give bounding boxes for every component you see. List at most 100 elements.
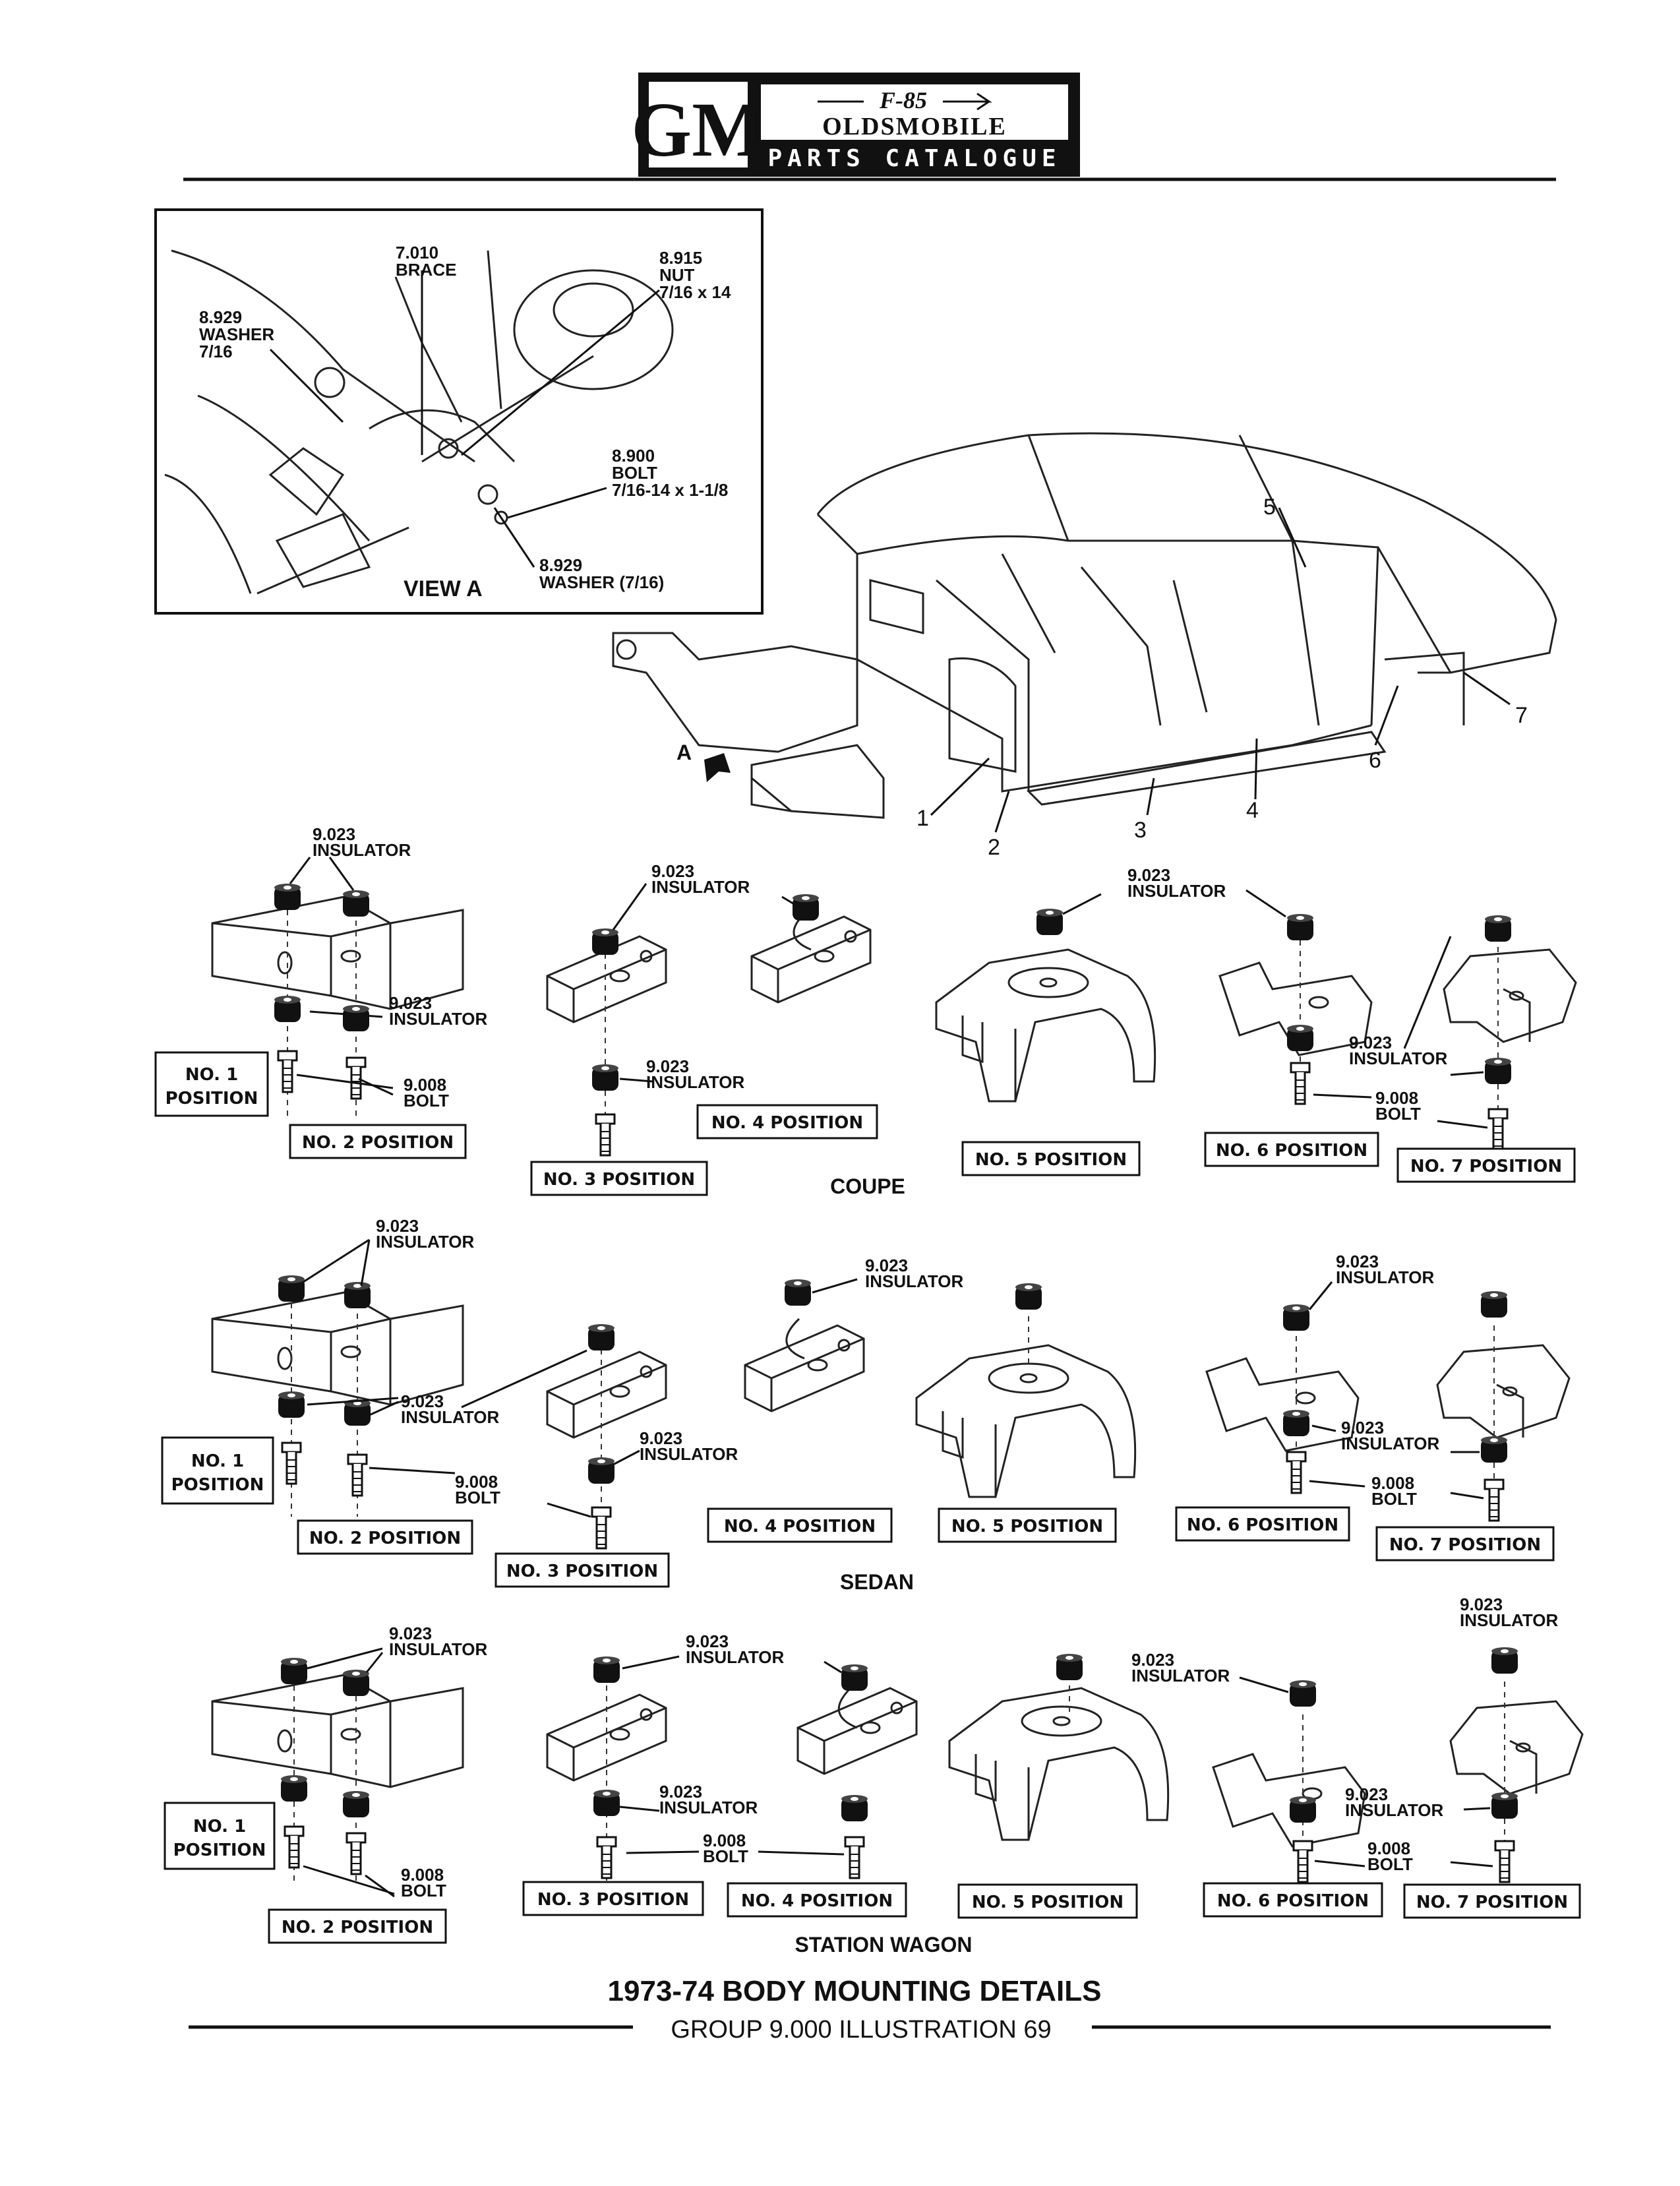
label: NO. 4 POSITION xyxy=(724,1517,876,1536)
callout-7: 7 xyxy=(1515,703,1528,728)
callout-1: 1 xyxy=(916,806,929,831)
coupe-pos5-box: NO. 5 POSITION xyxy=(961,1141,1141,1176)
wagon-title: STATION WAGON xyxy=(795,1933,972,1957)
label: BOLT xyxy=(401,1881,446,1900)
label-7010: 7.010 xyxy=(396,243,438,262)
sedan-pos6-box: NO. 6 POSITION xyxy=(1175,1506,1350,1542)
gm-logo: GM xyxy=(631,86,765,173)
wagon-pos7-box: NO. 7 POSITION xyxy=(1403,1883,1581,1919)
label: 9.008 xyxy=(1371,1473,1414,1493)
coupe-section: 9.023 INSULATOR 9.023 INSULATOR 9.008 BO… xyxy=(154,824,1577,1198)
callout-3: 3 xyxy=(1134,818,1147,843)
label: NO. 2 POSITION xyxy=(282,1918,433,1937)
label-washer-spec: 7/16 xyxy=(199,342,233,361)
label: BOLT xyxy=(1371,1489,1417,1509)
label: INSULATOR xyxy=(1460,1610,1558,1630)
label: 9.023 xyxy=(389,1624,432,1643)
callout-2: 2 xyxy=(988,835,1000,860)
footer-title: 1973-74 BODY MOUNTING DETAILS xyxy=(608,1975,1102,2007)
wagon-pos4-box: NO. 4 POSITION xyxy=(727,1882,907,1918)
callout-6: 6 xyxy=(1369,748,1381,773)
label: NO. 1 xyxy=(191,1451,244,1471)
label: NO. 7 POSITION xyxy=(1389,1535,1541,1555)
label: 9.008 xyxy=(1375,1088,1418,1108)
label: 9.023 xyxy=(1127,865,1170,885)
label: 9.023 xyxy=(1336,1252,1379,1271)
label: BOLT xyxy=(455,1488,500,1507)
label: INSULATOR xyxy=(1349,1048,1447,1068)
brand-name: OLDSMOBILE xyxy=(822,113,1007,140)
label: INSULATOR xyxy=(1336,1267,1434,1287)
label-washer-a: WASHER xyxy=(199,324,274,344)
label: 9.008 xyxy=(455,1472,498,1492)
label: INSULATOR xyxy=(865,1271,963,1291)
view-arrow-label: A xyxy=(676,741,692,764)
body-perspective: A 1 2 3 4 5 6 7 xyxy=(612,432,1557,860)
label: 9.023 xyxy=(865,1256,908,1275)
label: 9.023 xyxy=(651,861,694,881)
label: 9.023 xyxy=(1349,1033,1392,1052)
sedan-pos5-box: NO. 5 POSITION xyxy=(938,1507,1117,1543)
coupe-pos7-box: NO. 7 POSITION xyxy=(1396,1147,1576,1183)
label: NO. 3 POSITION xyxy=(506,1562,658,1581)
label: 9.023 xyxy=(313,824,355,844)
coupe-pos2-box: NO. 2 POSITION xyxy=(289,1124,467,1159)
label: POSITION xyxy=(171,1475,264,1495)
label: BOLT xyxy=(1367,1854,1413,1874)
label: 9.023 xyxy=(376,1216,419,1236)
label: NO. 1 xyxy=(193,1817,246,1837)
label: INSULATOR xyxy=(646,1072,744,1092)
label-nut: NUT xyxy=(659,265,695,285)
coupe-pos6-box: NO. 6 POSITION xyxy=(1204,1132,1379,1167)
label-brace: BRACE xyxy=(396,260,456,280)
label: INSULATOR xyxy=(1341,1434,1439,1453)
label: NO. 5 POSITION xyxy=(975,1150,1127,1170)
label-nut-spec: 7/16 x 14 xyxy=(659,282,731,302)
label-8900: 8.900 xyxy=(612,446,655,466)
label: INSULATOR xyxy=(376,1232,474,1252)
footer-subtitle: GROUP 9.000 ILLUSTRATION 69 xyxy=(671,2016,1051,2044)
label: BOLT xyxy=(703,1846,748,1866)
sedan-pos2-box: NO. 2 POSITION xyxy=(297,1519,473,1555)
view-a-inset: 7.010 BRACE 8.915 NUT 7/16 x 14 8.929 WA… xyxy=(154,208,764,615)
label-8929-a: 8.929 xyxy=(199,307,242,327)
label-bolt-spec: 7/16-14 x 1-1/8 xyxy=(612,480,728,500)
label: NO. 4 POSITION xyxy=(711,1113,863,1133)
label: NO. 5 POSITION xyxy=(972,1893,1124,1912)
label: INSULATOR xyxy=(651,877,750,897)
f85-badge: F-85 xyxy=(879,87,927,113)
label: 9.023 xyxy=(686,1631,729,1651)
label: NO. 2 POSITION xyxy=(309,1529,461,1548)
page-footer: 1973-74 BODY MOUNTING DETAILS GROUP 9.00… xyxy=(189,1975,1551,2044)
wagon-section: 9.023 INSULATOR 9.008 BOLT NO. 1 POSITIO… xyxy=(164,1594,1584,1957)
label: INSULATOR xyxy=(389,1639,487,1659)
label: 9.008 xyxy=(401,1865,444,1885)
coupe-pos4-box: NO. 4 POSITION xyxy=(696,1104,878,1139)
sedan-pos3-box: NO. 3 POSITION xyxy=(495,1552,670,1588)
callout-5: 5 xyxy=(1263,495,1276,520)
wagon-pos5-box: NO. 5 POSITION xyxy=(957,1883,1138,1919)
label: NO. 3 POSITION xyxy=(537,1890,689,1910)
label: 9.023 xyxy=(659,1782,702,1802)
label: 9.023 xyxy=(640,1428,682,1448)
label: BOLT xyxy=(404,1091,449,1110)
label: NO. 4 POSITION xyxy=(741,1891,893,1911)
label: POSITION xyxy=(173,1840,266,1860)
sedan-section: 9.023 INSULATOR 9.023 INSULATOR 9.008 BO… xyxy=(161,1216,1571,1594)
coupe-title: COUPE xyxy=(830,1174,905,1198)
label: INSULATOR xyxy=(389,1009,487,1029)
label: 9.023 xyxy=(389,993,432,1013)
label: 9.023 xyxy=(1460,1594,1503,1614)
label: 9.023 xyxy=(401,1391,444,1411)
sedan-pos4-box: NO. 4 POSITION xyxy=(707,1507,893,1543)
parts-catalogue: PARTS CATALOGUE xyxy=(767,145,1061,172)
label-washer-b: WASHER (7/16) xyxy=(539,572,664,592)
label: 9.008 xyxy=(703,1831,746,1850)
label: NO. 1 xyxy=(185,1065,238,1085)
label: 9.023 xyxy=(646,1056,689,1076)
label: 9.008 xyxy=(404,1075,446,1095)
sedan-pos1-box: NO. 1 POSITION xyxy=(161,1436,274,1505)
sedan-pos7-box: NO. 7 POSITION xyxy=(1375,1526,1555,1562)
label: INSULATOR xyxy=(313,840,411,860)
